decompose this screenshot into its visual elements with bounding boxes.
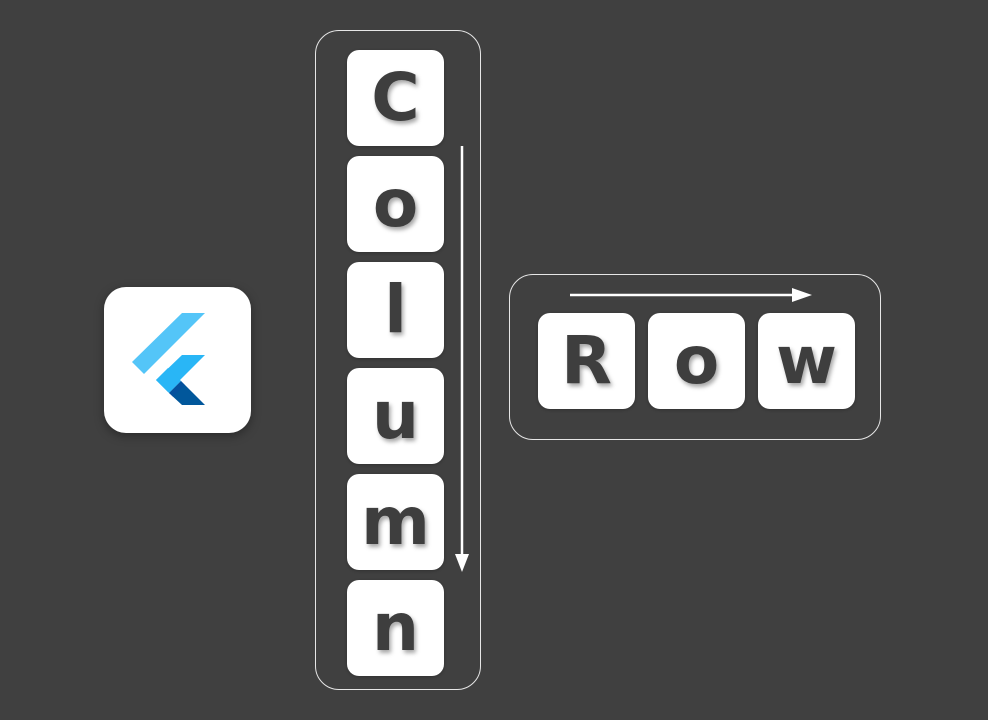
column-container-frame xyxy=(315,30,481,690)
row-tile-o: o xyxy=(648,313,745,409)
flutter-logo-icon xyxy=(132,313,205,405)
column-tile-n: n xyxy=(347,580,444,676)
column-tile-o: o xyxy=(347,156,444,252)
row-tile-w: w xyxy=(758,313,855,409)
column-direction-arrow-icon xyxy=(455,146,469,572)
column-tile-c: C xyxy=(347,50,444,146)
row-container-frame xyxy=(509,274,881,440)
row-tile-r: R xyxy=(538,313,635,409)
column-tile-m: m xyxy=(347,474,444,570)
column-tile-u: u xyxy=(347,368,444,464)
row-direction-arrow-icon xyxy=(570,288,812,302)
flutter-logo-tile xyxy=(104,287,251,433)
column-tile-l: l xyxy=(347,262,444,358)
